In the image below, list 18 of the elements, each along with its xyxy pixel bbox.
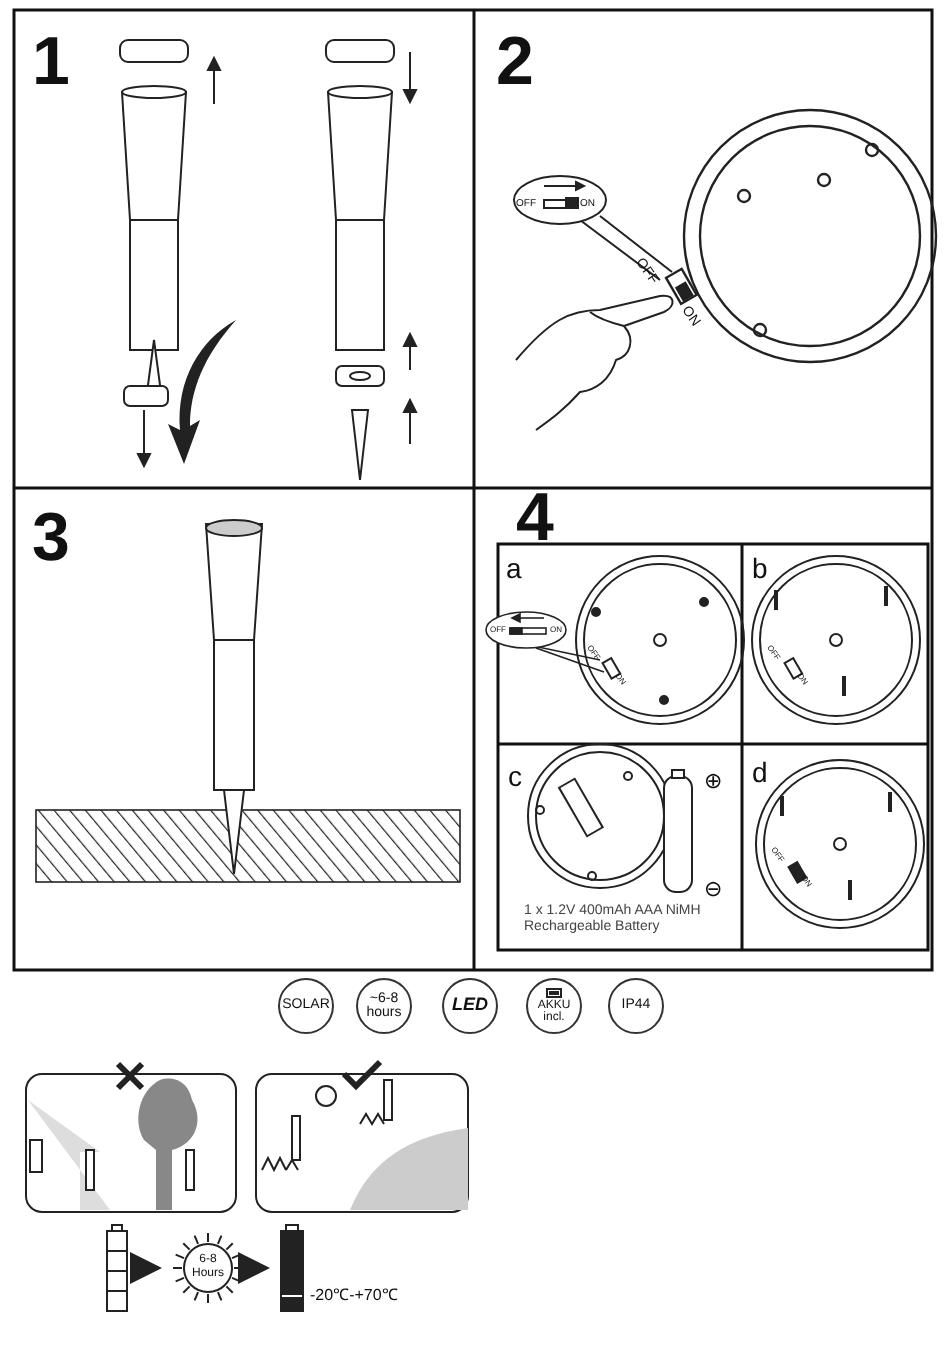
sub-step-letter: d: [752, 758, 768, 786]
sub-step-letter: c: [508, 762, 522, 790]
temperature-range-text: -20℃-+70℃: [310, 1288, 398, 1304]
feature-badge: [526, 978, 582, 1034]
sub-step-letter: a: [506, 554, 522, 582]
step-number: 3: [32, 504, 70, 572]
polarity-sign: ⊕: [704, 772, 722, 794]
step-number: 4: [516, 484, 554, 552]
step-number: 2: [496, 28, 534, 96]
sub-step-letter: b: [752, 554, 768, 582]
feature-badge: LED: [442, 978, 498, 1034]
arrow: [238, 1252, 270, 1284]
sun-symbol: [172, 1232, 244, 1304]
arrow: [130, 1252, 162, 1284]
polarity-sign: ⊖: [704, 880, 722, 902]
step-number: 1: [32, 28, 70, 96]
full-battery-drawing: [280, 1224, 304, 1312]
empty-battery-drawing: [106, 1224, 128, 1312]
